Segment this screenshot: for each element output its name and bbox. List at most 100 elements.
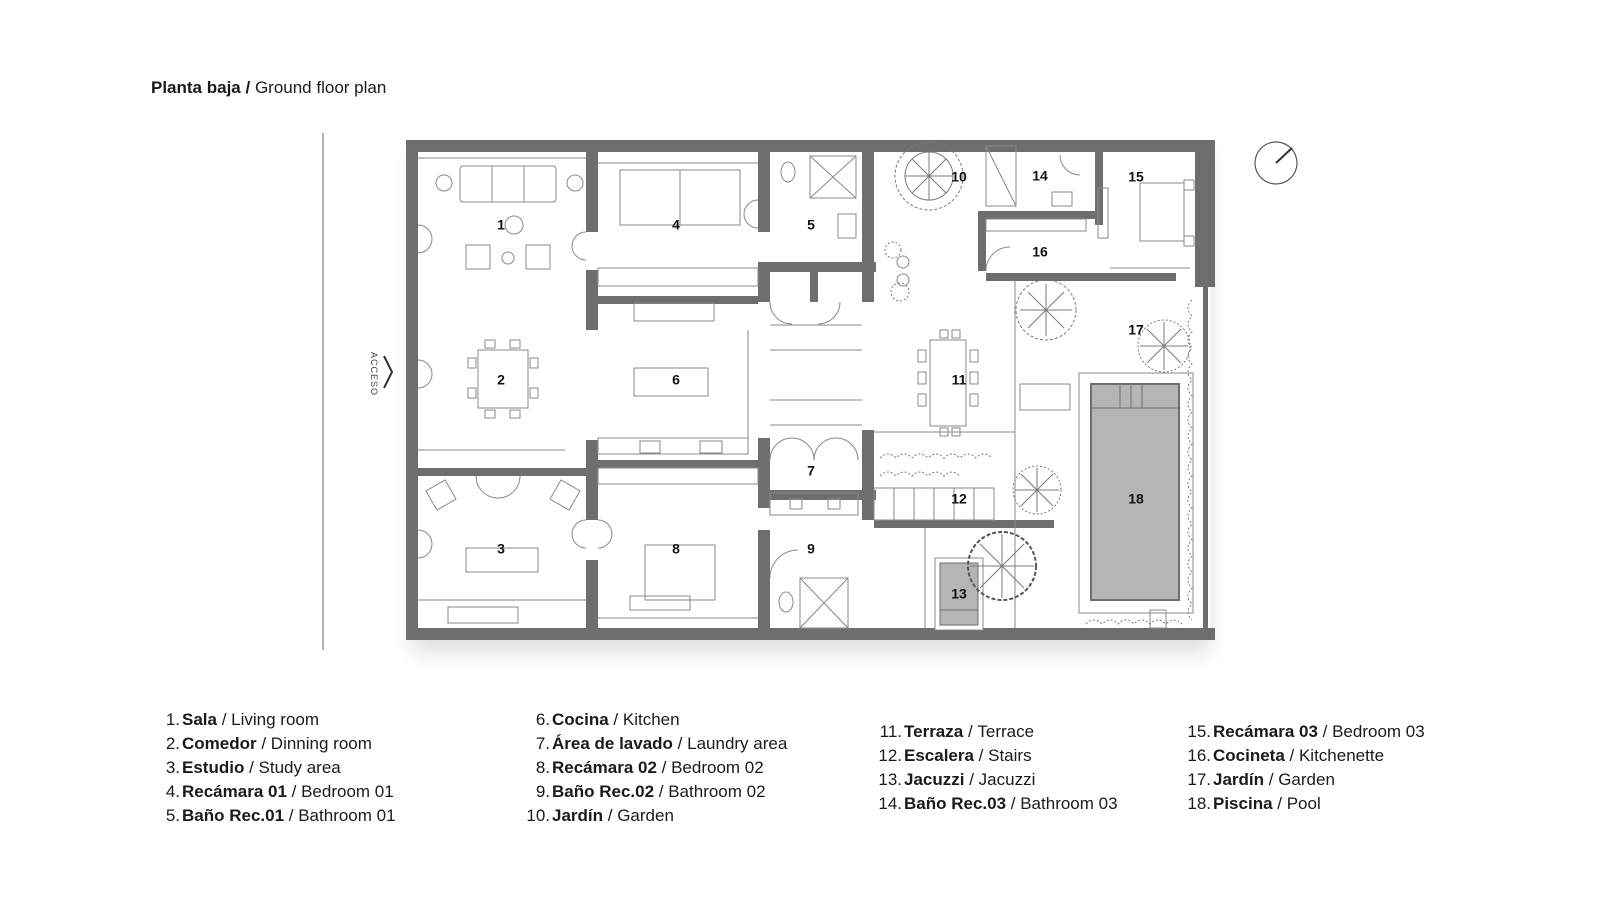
legend-number: 6. (535, 710, 550, 729)
room-number-17: 17 (1128, 322, 1144, 338)
legend-spanish: Área de lavado (552, 734, 673, 753)
legend-english: Dinning room (270, 734, 372, 753)
legend-spanish: Terraza (904, 722, 964, 741)
room-number-9: 9 (807, 541, 815, 557)
legend-spanish: Cocineta (1213, 746, 1285, 765)
access-marker: ACCESO (369, 352, 394, 396)
legend-item: 8.Recámara 02 / Bedroom 02 (520, 756, 787, 780)
furniture (418, 145, 1195, 629)
legend-english: Terrace (977, 722, 1035, 741)
legend-number: 14. (878, 794, 902, 813)
room-number-18: 18 (1128, 491, 1144, 507)
legend-item: 9.Baño Rec.02 / Bathroom 02 (520, 780, 787, 804)
legend-english: Study area (258, 758, 341, 777)
room-number-11: 11 (952, 372, 967, 388)
legend-item: 15.Recámara 03 / Bedroom 03 (1183, 720, 1425, 744)
room-number-4: 4 (672, 217, 680, 233)
legend-number: 7. (535, 734, 550, 753)
room-number-12: 12 (951, 491, 967, 507)
legend-item: 11.Terraza / Terrace (872, 720, 1118, 744)
legend-english: Bathroom 02 (668, 782, 766, 801)
legend-item: 17.Jardín / Garden (1183, 768, 1425, 792)
legend-spanish: Jardín (1213, 770, 1265, 789)
legend-item: 2.Comedor / Dinning room (160, 732, 396, 756)
legend-number: 11. (879, 722, 902, 741)
legend-english: Living room (231, 710, 320, 729)
legend-english: Bathroom 01 (298, 806, 396, 825)
legend-english: Jacuzzi (978, 770, 1036, 789)
tree-icon (967, 531, 1037, 601)
legend-number: 4. (165, 782, 180, 801)
legend-item: 4.Recámara 01 / Bedroom 01 (160, 780, 396, 804)
legend-spanish: Baño Rec.02 (552, 782, 655, 801)
legend-number: 18. (1187, 794, 1211, 813)
legend-english: Bedroom 01 (301, 782, 394, 801)
room-number-1: 1 (497, 217, 505, 233)
tree-icon (1015, 279, 1077, 341)
legend-column-1: 1.Sala / Living room 2.Comedor / Dinning… (160, 708, 396, 828)
legend-item: 1.Sala / Living room (160, 708, 396, 732)
legend-english: Laundry area (687, 734, 788, 753)
title-bold: Planta baja / (151, 78, 251, 97)
room-number-13: 13 (951, 586, 967, 602)
pool (1090, 383, 1180, 601)
building-outline (412, 141, 1210, 639)
walls (406, 140, 1215, 640)
legend-spanish: Recámara 02 (552, 758, 657, 777)
legend-spanish: Jacuzzi (904, 770, 965, 789)
legend-item: 10.Jardín / Garden (520, 804, 787, 828)
legend-spanish: Baño Rec.03 (904, 794, 1007, 813)
room-number-16: 16 (1032, 244, 1048, 260)
legend-item: 5.Baño Rec.01 / Bathroom 01 (160, 804, 396, 828)
tree-icon (1012, 465, 1062, 515)
legend-number: 16. (1187, 746, 1211, 765)
legend-number: 10. (526, 806, 550, 825)
legend-english: Garden (617, 806, 674, 825)
legend-english: Bathroom 03 (1020, 794, 1118, 813)
legend-number: 12. (878, 746, 902, 765)
legend-column-3: 11.Terraza / Terrace 12.Escalera / Stair… (872, 720, 1118, 816)
legend-number: 5. (165, 806, 180, 825)
garden-vegetation (879, 141, 1193, 625)
room-number-3: 3 (497, 541, 505, 557)
room-number-6: 6 (672, 372, 680, 388)
access-label: ACCESO (369, 352, 379, 396)
legend-number: 8. (535, 758, 550, 777)
legend-spanish: Cocina (552, 710, 609, 729)
legend-spanish: Comedor (182, 734, 257, 753)
legend-item: 13.Jacuzzi / Jacuzzi (872, 768, 1118, 792)
legend-spanish: Recámara 03 (1213, 722, 1318, 741)
legend-item: 18.Piscina / Pool (1183, 792, 1425, 816)
legend-spanish: Jardín (552, 806, 604, 825)
room-number-2: 2 (497, 372, 505, 388)
page-title: Planta baja / Ground floor plan (151, 78, 386, 98)
title-regular: Ground floor plan (254, 78, 387, 97)
legend-item: 14.Baño Rec.03 / Bathroom 03 (872, 792, 1118, 816)
legend-item: 12.Escalera / Stairs (872, 744, 1118, 768)
legend-spanish: Escalera (904, 746, 974, 765)
legend-spanish: Estudio (182, 758, 245, 777)
legend-spanish: Recámara 01 (182, 782, 287, 801)
legend-english: Pool (1286, 794, 1321, 813)
room-number-5: 5 (807, 217, 815, 233)
legend-english: Kitchenette (1298, 746, 1385, 765)
doors (417, 154, 1081, 559)
legend-spanish: Baño Rec.01 (182, 806, 285, 825)
room-number-8: 8 (672, 541, 680, 557)
legend-english: Bedroom 03 (1332, 722, 1425, 741)
jacuzzi (934, 557, 984, 631)
legend-column-4: 15.Recámara 03 / Bedroom 03 16.Cocineta … (1183, 720, 1425, 816)
room-number-7: 7 (807, 463, 815, 479)
legend-item: 16.Cocineta / Kitchenette (1183, 744, 1425, 768)
legend-item: 6.Cocina / Kitchen (520, 708, 787, 732)
legend-english: Stairs (988, 746, 1032, 765)
legend-number: 17. (1187, 770, 1211, 789)
room-number-15: 15 (1128, 169, 1144, 185)
legend-column-2: 6.Cocina / Kitchen 7.Área de lavado / La… (520, 708, 787, 828)
legend-english: Bedroom 02 (671, 758, 764, 777)
legend-number: 2. (165, 734, 180, 753)
legend-english: Garden (1278, 770, 1335, 789)
legend-number: 3. (165, 758, 180, 777)
north-arrow-icon (1254, 141, 1298, 185)
